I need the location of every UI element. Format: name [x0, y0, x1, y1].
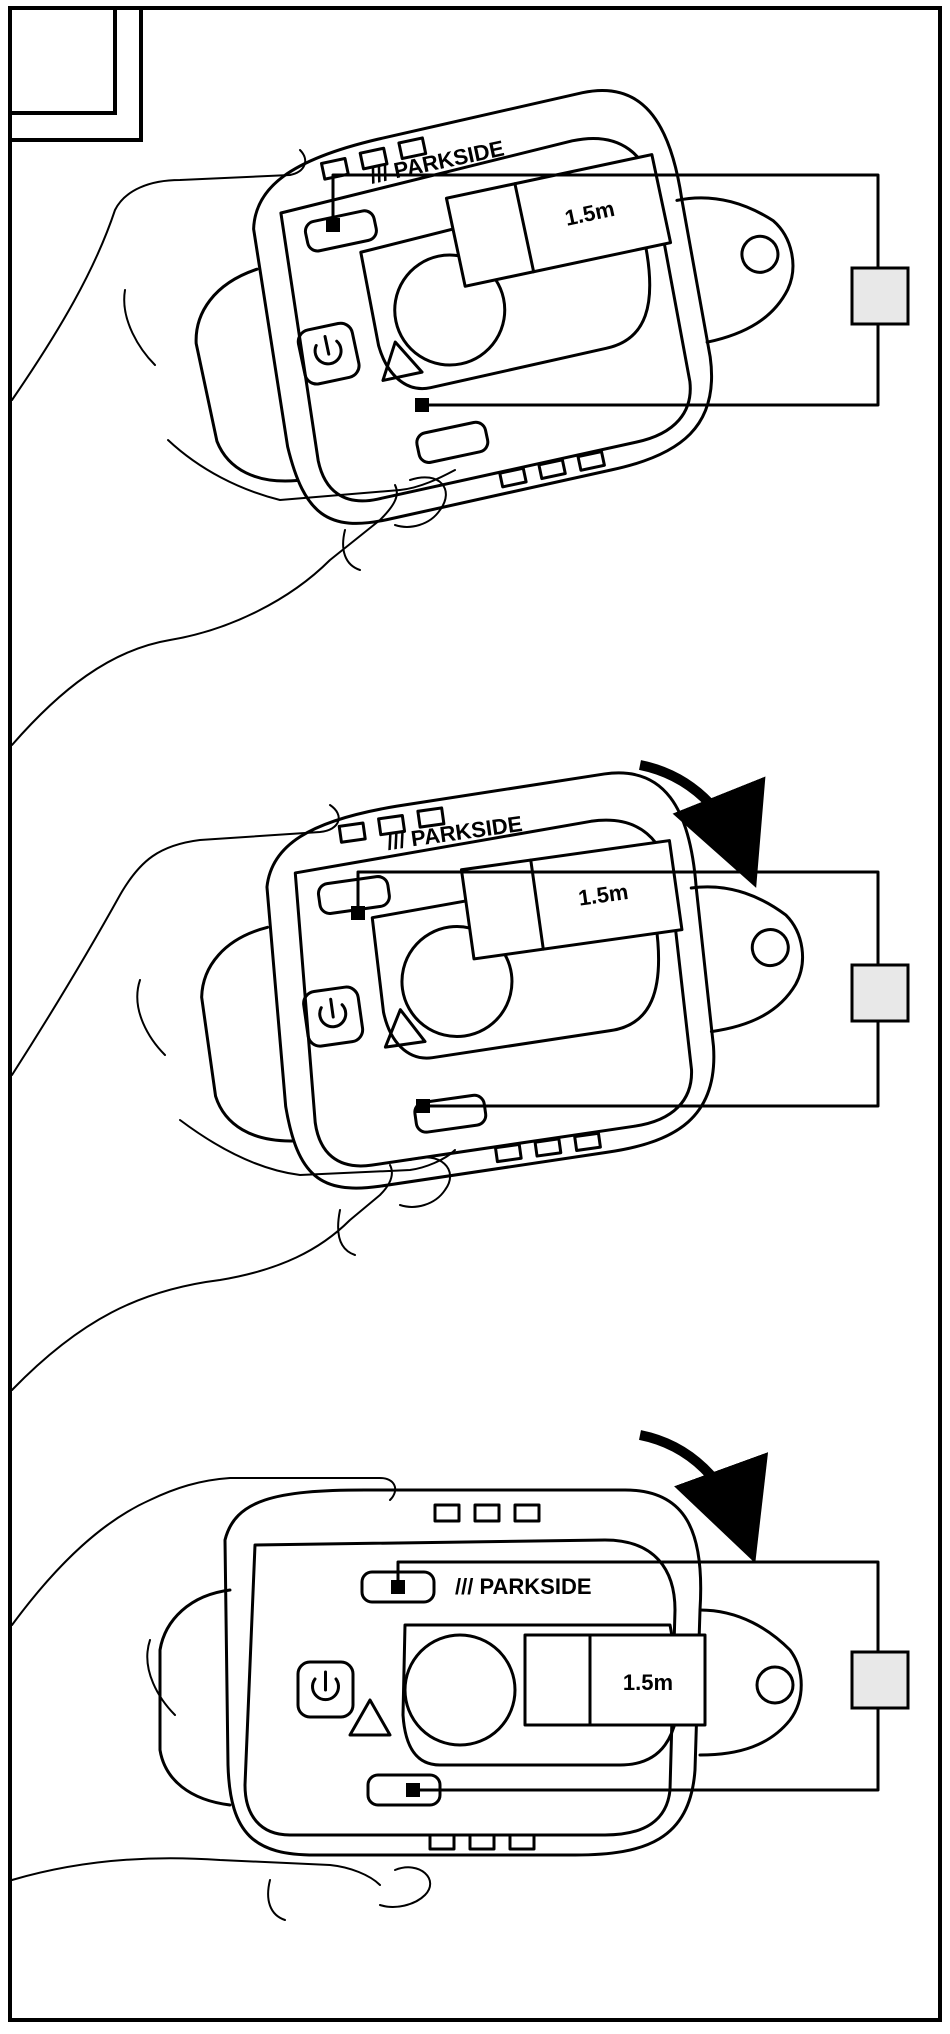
step-1: /// PARKSIDE 1.5m	[12, 57, 908, 745]
step-2: /// PARKSIDE 1.5m	[12, 750, 908, 1390]
grip-3d	[430, 1835, 454, 1849]
tape-wing-right-1	[677, 179, 806, 342]
step-3: /// PARKSIDE 1.5m	[12, 1435, 908, 1920]
grip-2d	[495, 1144, 521, 1161]
tape-wing-left-1	[184, 269, 302, 495]
callout-marker-3a	[391, 1580, 405, 1594]
panel-label-tab	[10, 8, 141, 140]
rotation-arrow-3	[640, 1435, 745, 1535]
grip-3c	[515, 1505, 539, 1521]
callout-marker-3b	[406, 1783, 420, 1797]
grip-2a	[339, 823, 365, 842]
grip-3e	[470, 1835, 494, 1849]
figure-frame	[10, 8, 940, 2020]
grip-1f	[578, 452, 604, 471]
callout-marker-1a	[326, 218, 340, 232]
tape-button-bottom-1	[415, 420, 490, 464]
tape-wing-left-2	[193, 927, 297, 1150]
hook-hole-3	[757, 1667, 793, 1703]
blade-guard-3	[525, 1635, 705, 1725]
power-icon	[318, 997, 348, 1028]
tape-wing-right-3	[700, 1610, 801, 1755]
tape-wing-left-3	[160, 1590, 230, 1805]
panel-label-box	[10, 8, 115, 113]
callout-box-1	[852, 268, 908, 324]
direction-triangle-3	[350, 1700, 390, 1735]
callout-marker-2b	[416, 1099, 430, 1113]
hook-hole-2	[750, 927, 791, 968]
hand-1	[12, 150, 455, 745]
grip-3f	[510, 1835, 534, 1849]
callout-marker-2a	[351, 906, 365, 920]
brand-label-2: /// PARKSIDE	[385, 811, 524, 855]
length-label-3: 1.5m	[623, 1670, 673, 1695]
grip-1e	[539, 460, 565, 479]
tape-measure-3: /// PARKSIDE 1.5m	[160, 1490, 801, 1855]
callout-box-3	[852, 1652, 908, 1708]
hook-hole-1	[739, 233, 782, 276]
grip-2f	[575, 1133, 601, 1150]
tape-reel-3	[405, 1635, 515, 1745]
callout-marker-1b	[415, 398, 429, 412]
grip-3a	[435, 1505, 459, 1521]
grip-3b	[475, 1505, 499, 1521]
power-icon	[312, 334, 343, 366]
brand-label-3: /// PARKSIDE	[455, 1574, 592, 1599]
grip-2e	[535, 1139, 561, 1156]
blade-guard-2	[461, 841, 681, 959]
tape-button-top-1	[304, 209, 379, 253]
brand-label-1: /// PARKSIDE	[368, 136, 507, 189]
grip-1d	[500, 468, 526, 487]
power-icon	[313, 1672, 339, 1700]
callout-box-2	[852, 965, 908, 1021]
